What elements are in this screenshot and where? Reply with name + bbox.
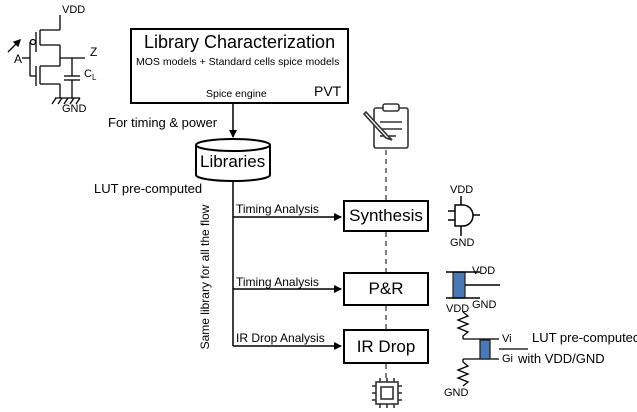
synthesis-box: Synthesis xyxy=(343,200,429,232)
ir-vi-label: Vi xyxy=(502,333,512,345)
lib-char-title: Library Characterization xyxy=(144,32,336,52)
libraries-cylinder xyxy=(195,138,271,182)
ir-cell-icon xyxy=(456,311,528,387)
clipboard-icon xyxy=(362,103,409,149)
inv-input-label: A xyxy=(14,52,23,66)
and-gate-icon xyxy=(448,196,480,236)
same-library-label: Same library for all the flow xyxy=(198,204,212,350)
gate-vdd-label: VDD xyxy=(450,184,474,196)
inv-gnd-label: GND xyxy=(62,103,87,115)
timing-power-label: For timing & power xyxy=(108,115,218,130)
library-characterization-box: Library Characterization MOS models + St… xyxy=(130,28,349,104)
lut-precomputed-label: LUT pre-computed xyxy=(94,181,203,196)
chip-icon xyxy=(372,378,402,408)
pnr-cell-icon xyxy=(446,271,500,299)
edge-label-synthesis: Timing Analysis xyxy=(236,202,319,216)
inv-vdd-label: VDD xyxy=(62,4,86,16)
irdrop-box: IR Drop xyxy=(343,329,429,364)
pnr-box: P&R xyxy=(343,272,429,306)
pnr-vdd-label: VDD xyxy=(472,265,496,277)
lut-vddgnd-line1: LUT pre-computed xyxy=(532,330,637,345)
pnr-gnd-label: GND xyxy=(472,299,497,311)
spice-engine-label: Spice engine xyxy=(206,88,267,100)
inv-output-label: Z xyxy=(90,45,98,59)
edge-label-irdrop: IR Drop Analysis xyxy=(236,331,325,345)
inv-cap-label: CL xyxy=(84,68,97,83)
libraries-label: Libraries xyxy=(200,152,266,171)
edge-label-pnr: Timing Analysis xyxy=(236,275,319,289)
gate-gnd-label: GND xyxy=(450,237,475,249)
ir-gi-label: Gi xyxy=(502,353,513,365)
inverter-schematic-icon xyxy=(7,15,85,105)
ir-gnd-label: GND xyxy=(444,387,469,399)
lib-char-subtitle: MOS models + Standard cells spice models xyxy=(136,56,340,68)
lut-vddgnd-line2: with VDD/GND xyxy=(518,351,605,366)
ir-vdd-label: VDD xyxy=(446,303,470,315)
pvt-label: PVT xyxy=(314,83,342,99)
